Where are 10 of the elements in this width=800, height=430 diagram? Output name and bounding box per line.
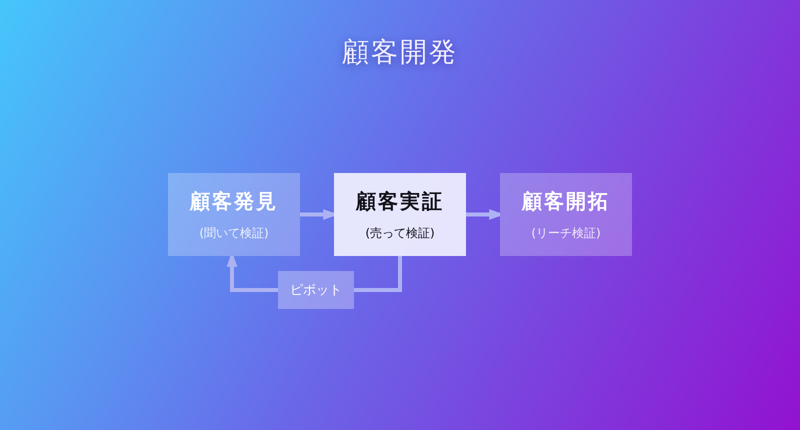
box-heading: 顧客開拓: [522, 188, 610, 214]
diagram-title: 顧客開発: [342, 36, 458, 70]
process-box: [500, 173, 632, 256]
box-heading: 顧客発見: [190, 188, 278, 214]
box-subtitle: (リーチ検証): [531, 224, 601, 242]
box-heading: 顧客実証: [356, 188, 444, 214]
box-subtitle: (聞いて検証): [199, 224, 269, 242]
process-box: [334, 173, 466, 256]
box-subtitle: (売って検証): [365, 224, 435, 242]
process-box: [168, 173, 300, 256]
